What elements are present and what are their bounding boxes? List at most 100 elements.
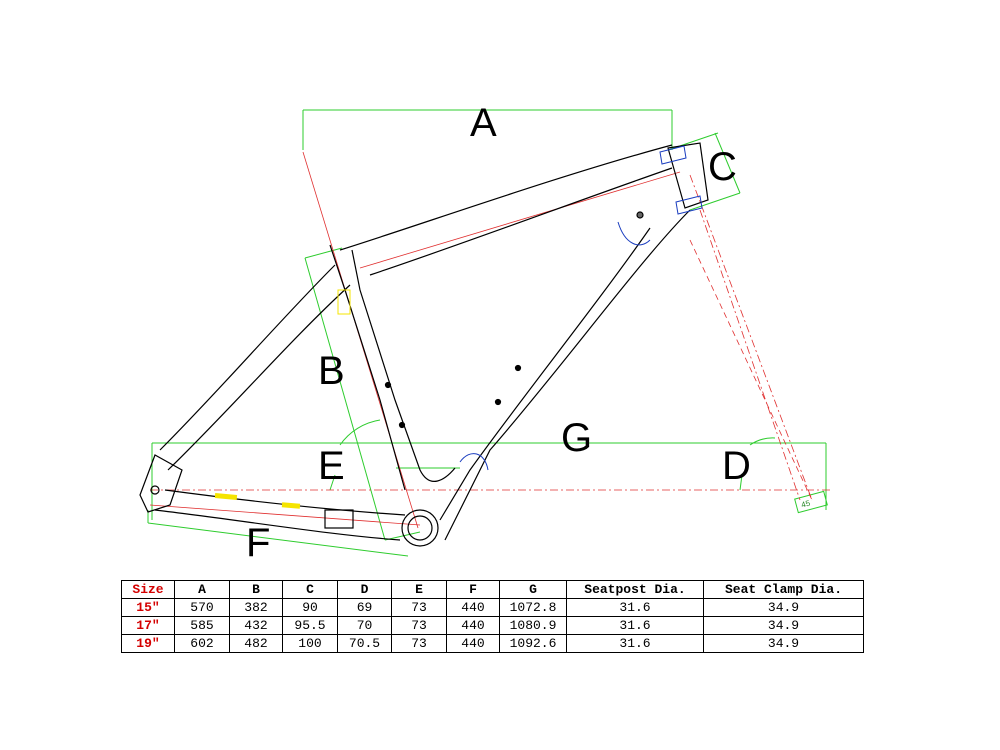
table-cell: 1092.6 [499, 634, 567, 653]
header-seat-clamp-dia: Seat Clamp Dia. [703, 580, 864, 599]
dimension-label-g: G [561, 416, 592, 460]
bike-frame-geometry-diagram: A B C D E F G 45 [139, 101, 830, 565]
centerlines [149, 151, 830, 529]
headset-bottom-bearing [675, 195, 703, 215]
header-a: A [174, 580, 230, 599]
dim-c-ext-bottom [689, 192, 741, 211]
bottom-bracket-inner [407, 515, 433, 541]
table-cell: 73 [391, 616, 447, 635]
table-row: 17″ 585 432 95.5 70 73 440 1080.9 31.6 3… [121, 616, 864, 635]
header-size: Size [121, 580, 175, 599]
size-cell: 15″ [121, 598, 175, 617]
header-g: G [499, 580, 567, 599]
frame-size-table: Size A B C D E F G Seatpost Dia. Seat Cl… [121, 580, 864, 653]
table-cell: 482 [229, 634, 283, 653]
seat-stay-outline-upper [159, 264, 336, 451]
cable-guide-3 [514, 364, 522, 372]
table-cell: 100 [282, 634, 338, 653]
table-cell: 570 [174, 598, 230, 617]
top-tube-outline-upper [339, 144, 673, 251]
table-row: 19″ 602 482 100 70.5 73 440 1092.6 31.6 … [121, 634, 864, 653]
seat-stay-outline-lower [167, 284, 351, 471]
dim-b-ext-bottom [384, 531, 421, 541]
dimension-label-a: A [470, 101, 497, 145]
rear-axle-mark [150, 485, 160, 495]
header-b: B [229, 580, 283, 599]
headset-top-bearing [659, 145, 687, 165]
seat-tube-outline-right [351, 249, 456, 482]
cable-guide-5 [636, 211, 644, 219]
dim-e-leader [329, 474, 336, 491]
header-d: D [337, 580, 392, 599]
dim-d-arc [749, 437, 776, 446]
table-cell: 31.6 [566, 634, 704, 653]
table-cell: 34.9 [703, 634, 864, 653]
table-cell: 73 [391, 598, 447, 617]
table-cell: 70 [337, 616, 392, 635]
dimension-label-d: D [722, 444, 751, 488]
down-tube-outline-right [444, 209, 691, 541]
table-cell: 585 [174, 616, 230, 635]
dimension-label-b: B [318, 349, 345, 393]
angle-label-45: 45 [800, 499, 811, 510]
header-seatpost-dia: Seatpost Dia. [566, 580, 704, 599]
dim-b-ext-top [304, 247, 343, 259]
table-cell: 31.6 [566, 598, 704, 617]
dimension-lines [147, 109, 828, 557]
table-cell: 440 [446, 616, 500, 635]
table-cell: 602 [174, 634, 230, 653]
table-cell: 70.5 [337, 634, 392, 653]
head-tube-outline [667, 142, 709, 209]
angle-arcs [459, 145, 703, 471]
head-tube-axis [689, 174, 813, 501]
table-row: 15″ 570 382 90 69 73 440 1072.8 31.6 34.… [121, 598, 864, 617]
dim-d-leader [739, 474, 743, 491]
chainstay-centerline [149, 504, 421, 526]
seat-tube-outline-left [329, 244, 406, 491]
table-cell: 1072.8 [499, 598, 567, 617]
dim-c-line [714, 132, 741, 194]
table-cell: 31.6 [566, 616, 704, 635]
top-tube-outline-lower [369, 167, 673, 276]
size-cell: 17″ [121, 616, 175, 635]
table-cell: 440 [446, 634, 500, 653]
dim-e-arc [339, 419, 381, 446]
rear-dropout-outline [139, 454, 183, 513]
head-tube-junction-arc [617, 221, 651, 246]
cable-guide-4 [494, 398, 502, 406]
cable-guide-2 [398, 421, 406, 429]
dimension-label-e: E [318, 444, 345, 488]
yellow-accents [214, 289, 351, 509]
dimension-label-f: F [246, 521, 270, 565]
chainstay-outline-lower [154, 509, 401, 541]
table-cell: 432 [229, 616, 283, 635]
header-e: E [391, 580, 447, 599]
header-f: F [446, 580, 500, 599]
dim-f-line [147, 522, 409, 557]
table-cell: 34.9 [703, 598, 864, 617]
bottom-bracket-outer [401, 509, 439, 547]
table-header-row: Size A B C D E F G Seatpost Dia. Seat Cl… [121, 580, 864, 599]
chainstay-accent-2 [281, 502, 301, 509]
dim-b-line [304, 257, 386, 541]
size-cell: 19″ [121, 634, 175, 653]
table-cell: 95.5 [282, 616, 338, 635]
chainstay-accent-1 [214, 493, 238, 500]
small-callout-box [794, 490, 828, 514]
seat-clamp-block [324, 509, 354, 529]
dimension-label-c: C [708, 145, 737, 189]
table-cell: 1080.9 [499, 616, 567, 635]
header-c: C [282, 580, 338, 599]
frame-outline [139, 142, 709, 547]
down-tube-outline-left [439, 227, 651, 521]
cable-guide-1 [384, 381, 392, 389]
table-cell: 382 [229, 598, 283, 617]
table-cell: 73 [391, 634, 447, 653]
bb-junction-arc [459, 453, 489, 471]
table-cell: 34.9 [703, 616, 864, 635]
top-tube-centerline [359, 171, 681, 269]
table-cell: 440 [446, 598, 500, 617]
seat-tube-accent [337, 289, 351, 315]
down-tube-to-axle-line [689, 239, 813, 501]
fork-offset-axis [699, 209, 801, 501]
